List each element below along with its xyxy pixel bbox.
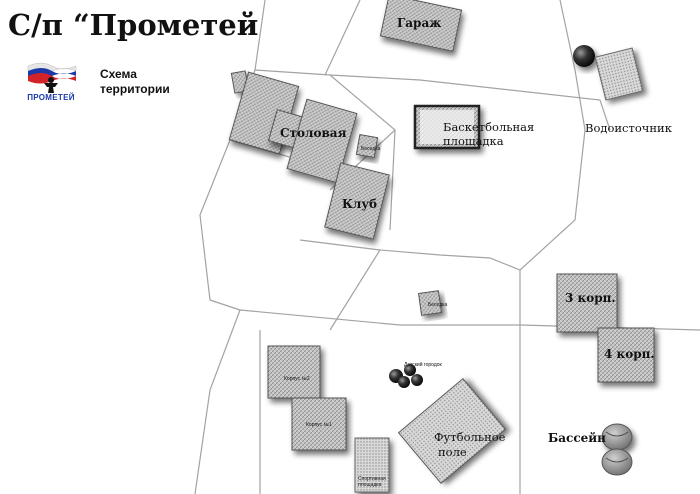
pool-label: Бассейн [548, 431, 606, 445]
logo [27, 62, 77, 93]
club: Клуб [324, 162, 390, 240]
water-source: Водоисточник [573, 45, 673, 135]
road-to-club [254, 69, 396, 231]
korpus-2: Корпус №2 [267, 345, 321, 399]
legend-line-2: территории [100, 82, 170, 96]
football-label-line1: Футбольное [434, 430, 506, 444]
road-top-main [329, 74, 611, 131]
pool: Бассейн [548, 423, 633, 476]
building-3-label: 3 корп. [565, 291, 616, 305]
korpus-1-label: Корпус №1 [306, 422, 332, 428]
road-right-top [519, 0, 586, 494]
football-label-line2: поле [438, 445, 467, 459]
garage-label: Гараж [397, 16, 441, 30]
water-label: Водоисточник [585, 121, 673, 135]
building-3: 3 корп. [556, 273, 618, 333]
basketball-label-line2: площадка [443, 134, 504, 148]
basketball-label-line1: Баскетбольная [443, 120, 534, 134]
figure-icon [44, 77, 58, 93]
basketball-court: Баскетбольная площадка [413, 104, 534, 150]
page-title: С/п “Прометей [8, 8, 259, 42]
road-top-cross [324, 0, 361, 76]
playground-label: Детский городок [404, 361, 443, 368]
dining-hall: Столовая [228, 71, 358, 184]
garage: Гараж [379, 0, 463, 52]
playground: Детский городок [389, 361, 443, 388]
sports-label-line1: Спортивная [358, 476, 386, 482]
road-center [299, 239, 521, 271]
gazebo-mid: Беседка [418, 290, 447, 316]
road-left-upper [199, 0, 266, 311]
gazebo-mid-label: Беседка [428, 302, 447, 308]
sports-ground: Спортивная площадка [354, 437, 390, 493]
dining-label: Столовая [280, 126, 347, 140]
sports-label-line2: площадка [358, 482, 382, 488]
road-left-lower [194, 309, 241, 494]
korpus-1: Корпус №1 [291, 397, 347, 451]
road-plaza [239, 309, 700, 331]
water-ball [573, 45, 595, 67]
road-center-diag [329, 249, 381, 331]
gazebo-top: Беседка [355, 134, 380, 158]
club-label: Клуб [342, 197, 377, 211]
logo-text: ПРОМЕТЕЙ [27, 93, 75, 102]
gazebo-top-label: Беседка [361, 146, 380, 152]
water-building [594, 47, 644, 101]
building-4-label: 4 корп. [604, 347, 655, 361]
building-4: 4 корп. [597, 327, 655, 383]
map-legend: Схема территории [100, 67, 170, 97]
korpus-2-label: Корпус №2 [284, 376, 310, 382]
football-field: Футбольное поле [397, 378, 507, 484]
legend-line-1: Схема [100, 67, 137, 81]
